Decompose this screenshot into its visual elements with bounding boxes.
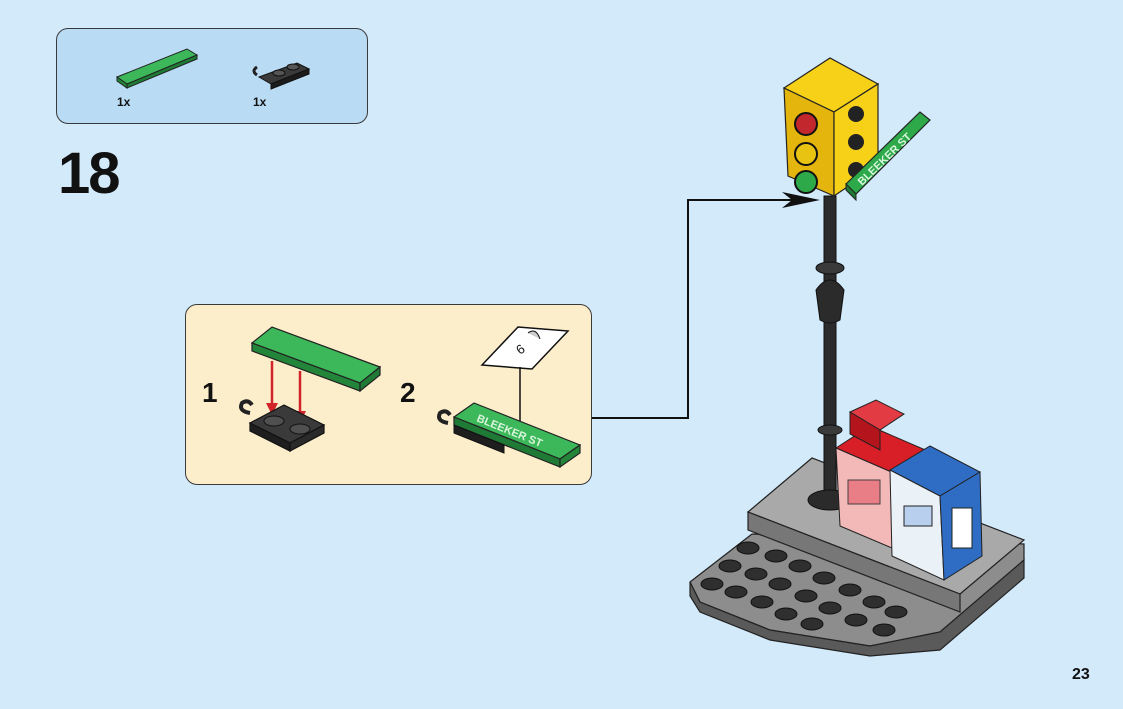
callout-connector <box>592 192 820 418</box>
page-number: 23 <box>1072 666 1090 684</box>
blue-newspaper-box <box>890 446 982 580</box>
